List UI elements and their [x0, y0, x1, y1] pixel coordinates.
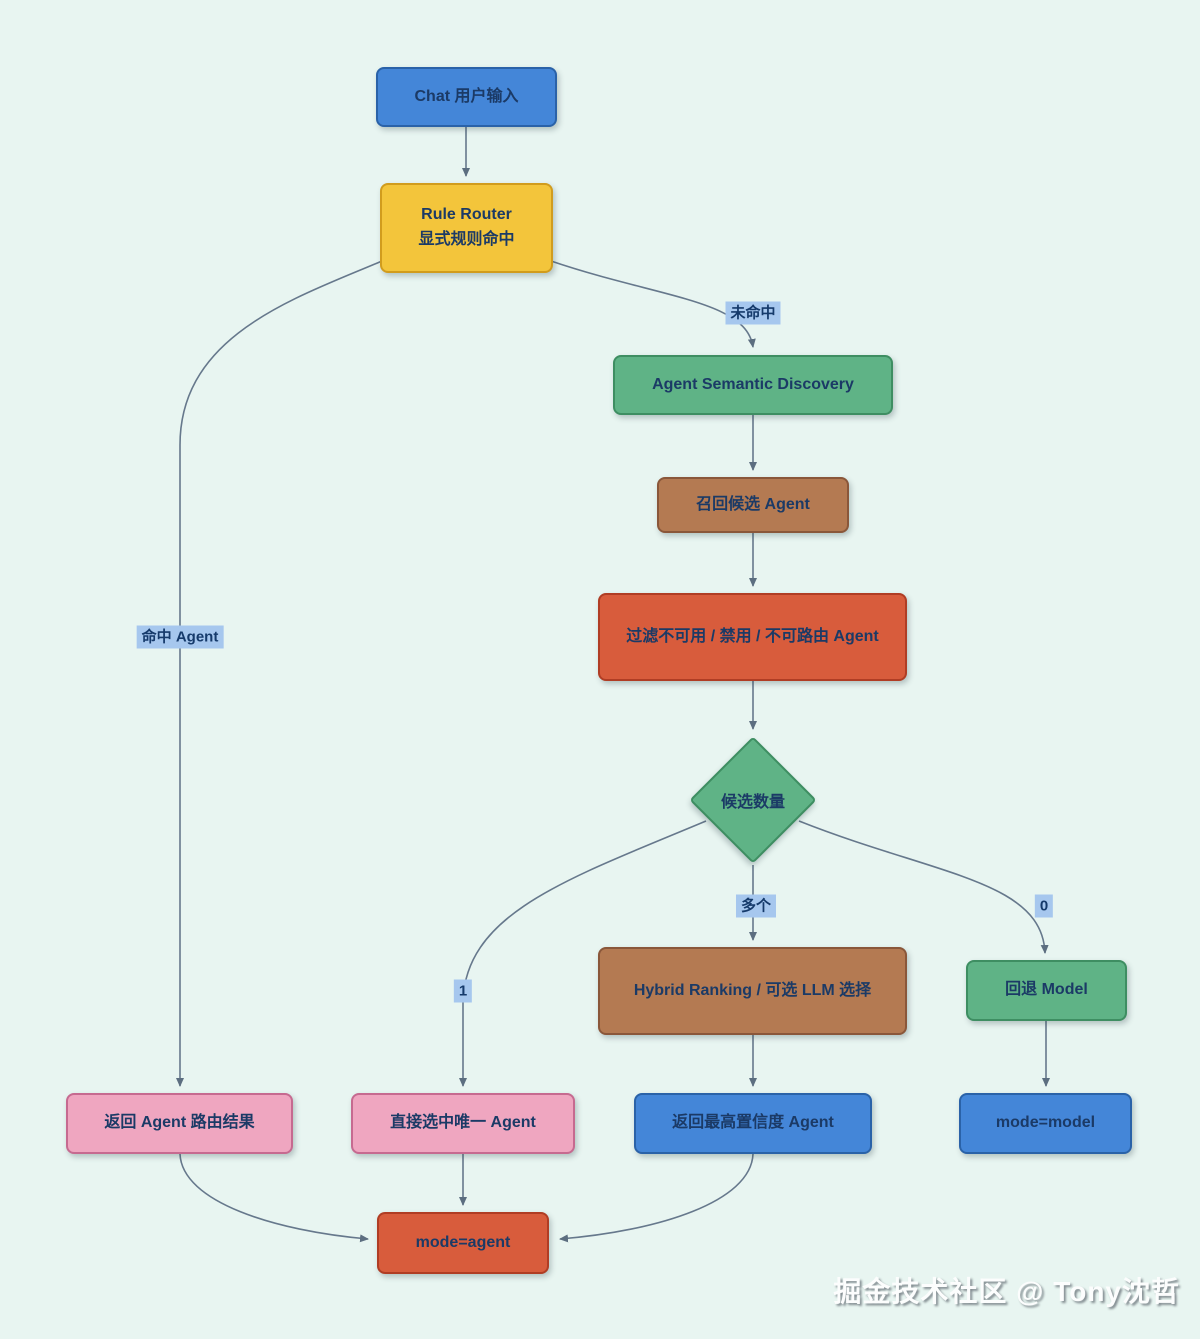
node-return-top-confidence-agent: 返回最高置信度 Agent — [634, 1093, 872, 1154]
edge-label-multiple: 多个 — [735, 894, 777, 918]
edge-label-one: 1 — [453, 979, 473, 1003]
node-fallback-model: 回退 Model — [966, 960, 1127, 1021]
edge-router-to-return-route — [176, 260, 383, 1087]
node-hybrid-ranking: Hybrid Ranking / 可选 LLM 选择 — [598, 947, 907, 1035]
edge-label-hit-agent: 命中 Agent — [136, 625, 224, 649]
node-mode-agent: mode=agent — [377, 1212, 549, 1274]
edge-decision-to-fallback — [798, 820, 1049, 954]
node-candidate-count-label: 候选数量 — [720, 794, 786, 811]
edge-label-miss: 未命中 — [725, 301, 781, 325]
edge-topconf-to-modeagent — [559, 1153, 754, 1243]
watermark-text: 掘金技术社区 @ Tony沈哲 — [833, 1276, 1180, 1307]
node-return-agent-route-result: 返回 Agent 路由结果 — [66, 1093, 293, 1154]
node-chat-user-input: Chat 用户输入 — [376, 67, 557, 127]
node-agent-semantic-discovery: Agent Semantic Discovery — [613, 355, 893, 415]
node-filter-unavailable-agents: 过滤不可用 / 禁用 / 不可路由 Agent — [598, 593, 907, 681]
edge-label-zero: 0 — [1034, 894, 1054, 918]
edge-router-to-discovery — [550, 260, 756, 348]
edge-decision-to-unique — [459, 820, 707, 1087]
node-select-unique-agent: 直接选中唯一 Agent — [351, 1093, 575, 1154]
node-mode-model: mode=model — [959, 1093, 1132, 1154]
node-rule-router: Rule Router 显式规则命中 — [380, 183, 553, 273]
edge-return-route-to-modeagent — [179, 1153, 369, 1243]
node-recall-candidate-agents: 召回候选 Agent — [657, 477, 849, 533]
